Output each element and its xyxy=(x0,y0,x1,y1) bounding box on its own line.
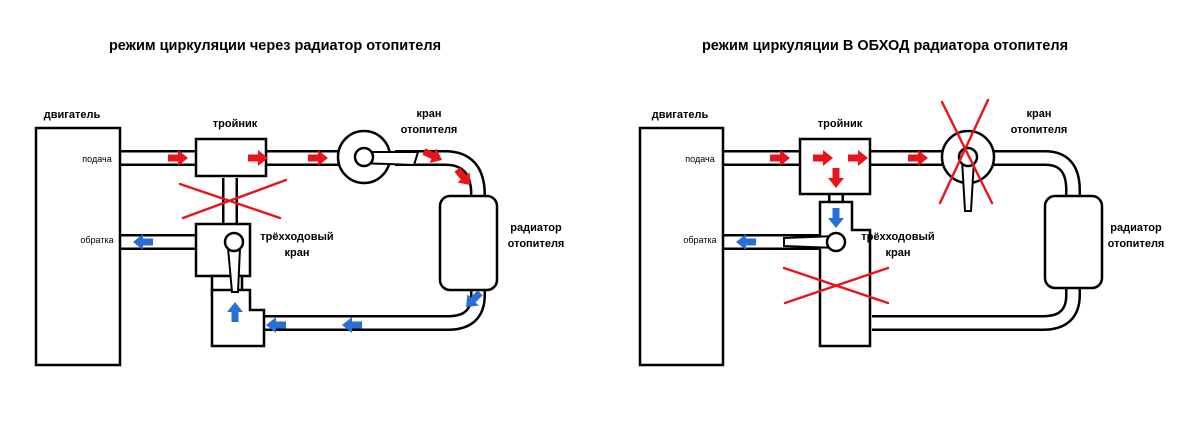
left-engine-label: двигатель xyxy=(44,109,101,121)
right-return-label: обратка xyxy=(683,235,716,245)
right-radiator-label-2: отопителя xyxy=(1108,238,1165,250)
left-three-way-valve xyxy=(194,222,252,278)
right-three-way-label-2: кран xyxy=(886,247,911,259)
left-radiator-label-2: отопителя xyxy=(508,238,565,250)
left-title: режим циркуляции через радиатор отопител… xyxy=(109,38,441,54)
right-radiator-label-1: радиатор xyxy=(1110,222,1162,234)
right-three-way-label-1: трёхходовый xyxy=(861,231,934,243)
left-three-way-label-2: кран xyxy=(285,247,310,259)
left-three-way-label-1: трёхходовый xyxy=(260,231,333,243)
right-tee-label: тройник xyxy=(818,118,863,130)
right-branch-blocked-cross xyxy=(782,266,890,305)
left-blocked-cross xyxy=(178,178,288,220)
right-heater-valve-label-1: кран xyxy=(1027,108,1052,120)
right-radiator xyxy=(1043,194,1104,290)
right-engine-label: двигатель xyxy=(652,109,709,121)
left-radiator-label-1: радиатор xyxy=(510,222,562,234)
right-heater-valve-label-2: отопителя xyxy=(1011,124,1068,136)
left-return-label: обратка xyxy=(80,235,113,245)
left-engine-block xyxy=(34,126,122,367)
right-supply-label: подача xyxy=(685,154,714,164)
left-tee-label: тройник xyxy=(213,118,258,130)
left-supply-label: подача xyxy=(82,154,111,164)
left-radiator xyxy=(438,194,499,292)
right-valve-blocked-cross xyxy=(938,98,994,205)
right-engine-block xyxy=(638,126,725,367)
left-heater-valve-label-2: отопителя xyxy=(401,124,458,136)
right-three-way-valve xyxy=(818,200,872,348)
left-panel: режим циркуляции через радиатор отопител… xyxy=(34,38,565,367)
right-panel: режим циркуляции В ОБХОД радиатора отопи… xyxy=(638,38,1165,367)
left-heater-valve-label-1: кран xyxy=(417,108,442,120)
right-title: режим циркуляции В ОБХОД радиатора отопи… xyxy=(702,38,1068,54)
